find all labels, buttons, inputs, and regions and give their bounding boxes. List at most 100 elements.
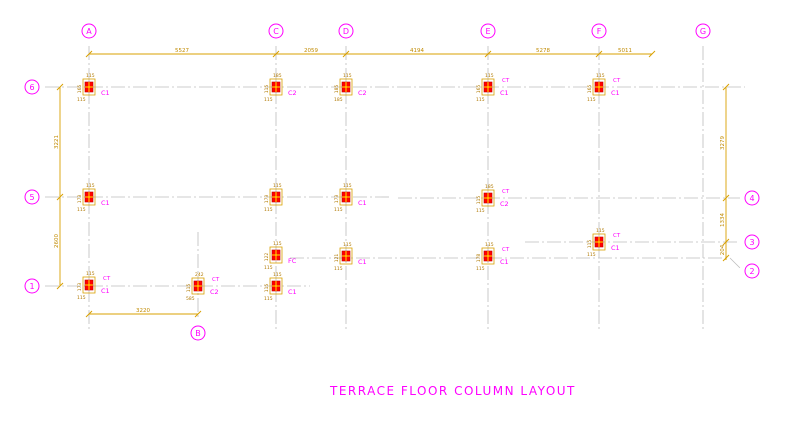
column-label: C1	[500, 89, 509, 97]
column-side-dim: 115	[587, 240, 593, 249]
grid-bubble-label: D	[343, 27, 349, 36]
column-side-dim: 165	[476, 85, 482, 94]
column-frame	[269, 246, 283, 264]
column-side-dim: 115	[476, 196, 482, 205]
column-side-dim: 173	[77, 195, 83, 204]
column-note: CT	[212, 277, 220, 283]
column-bottom-dim: 115	[334, 266, 343, 272]
column-side-dim: 165	[587, 85, 593, 94]
dim-text-left-0: 3221	[54, 135, 60, 149]
column-frame	[481, 189, 495, 207]
dim-tick-left-2	[56, 282, 64, 290]
column-top-dim: 242	[195, 272, 204, 278]
dim-tick-bottom-1	[194, 310, 202, 318]
column-bottom-dim: 115	[476, 266, 485, 272]
grid-bubble-B: B	[190, 325, 206, 341]
column-note: CT	[613, 78, 621, 84]
grid-bubble-G: G	[695, 23, 711, 39]
grid-bubble-circle	[268, 23, 284, 39]
grid-bubble-label: 4	[749, 194, 754, 203]
dim-tick-top-5	[648, 50, 656, 58]
dim-text-right-0: 3279	[720, 136, 726, 150]
column-label: C1	[101, 199, 110, 207]
gridline-2-leader	[729, 257, 743, 271]
dim-tick-left-0	[56, 83, 64, 91]
grid-bubble-circle	[591, 23, 607, 39]
column-frame	[82, 276, 96, 294]
column-top-dim: 115	[343, 73, 352, 79]
column-side-dim: 115	[264, 85, 270, 94]
column-label: C1	[358, 199, 367, 207]
dim-tick-left-1	[56, 193, 64, 201]
grid-bubble-A: A	[81, 23, 97, 39]
column-side-dim: 173	[264, 195, 270, 204]
column-label: C2	[358, 89, 367, 97]
column-bottom-dim: 115	[77, 295, 86, 301]
column-top-dim: 115	[343, 183, 352, 189]
column-label: C1	[101, 89, 110, 97]
column-top-dim: 115	[596, 73, 605, 79]
dim-tick-top-3	[484, 50, 492, 58]
column-side-dim: 122	[264, 253, 270, 262]
grid-bubble-circle	[744, 263, 760, 279]
column-note: CT	[502, 247, 510, 253]
dim-tick-right-1	[722, 194, 730, 202]
column-top-dim: 115	[596, 228, 605, 234]
column-top-dim: 185	[273, 73, 282, 79]
grid-bubble-E: E	[480, 23, 496, 39]
column-bottom-dim: 115	[476, 97, 485, 103]
dim-tick-top-1	[272, 50, 280, 58]
column-bottom-dim: 115	[587, 252, 596, 258]
grid-bubble-label: A	[86, 27, 92, 36]
grid-bubble-3: 3	[744, 234, 760, 250]
grid-bubble-circle	[24, 79, 40, 95]
dim-text-bottom-0: 3220	[136, 308, 150, 314]
column-bottom-dim: 115	[587, 97, 596, 103]
grid-bubble-circle	[190, 325, 206, 341]
grid-bubble-F: F	[591, 23, 607, 39]
dim-tick-top-2	[342, 50, 350, 58]
grid-bubble-label: F	[597, 27, 602, 36]
grid-bubble-label: B	[195, 329, 201, 338]
grid-bubble-label: C	[273, 27, 279, 36]
grid-bubble-label: 5	[29, 193, 34, 202]
dim-text-top-2: 4194	[410, 48, 424, 54]
column-frame	[339, 188, 353, 206]
column-top-dim: 115	[273, 272, 282, 278]
dim-text-top-0: 5527	[175, 48, 189, 54]
column-side-dim: 173	[334, 195, 340, 204]
column-note: CT	[103, 276, 111, 282]
column-bottom-dim: 115	[334, 207, 343, 213]
column-frame	[269, 78, 283, 96]
column-label: C2	[500, 200, 509, 208]
column-bottom-dim: 115	[77, 97, 86, 103]
grid-bubble-label: 2	[749, 267, 754, 276]
column-top-dim: 115	[86, 73, 95, 79]
drawing-title: TERRACE FLOOR COLUMN LAYOUT	[330, 384, 576, 398]
column-bottom-dim: 115	[264, 207, 273, 213]
column-label: C1	[288, 288, 297, 296]
column-frame	[481, 247, 495, 265]
column-note: CT	[613, 233, 621, 239]
column-label: C1	[611, 244, 620, 252]
column-frame	[191, 277, 205, 295]
dim-text-right-1: 1334	[720, 213, 726, 227]
dim-text-right-2: 204	[720, 244, 726, 255]
dim-text-top-3: 5278	[536, 48, 550, 54]
column-side-dim: 185	[334, 85, 340, 94]
column-side-dim: 165	[77, 85, 83, 94]
column-side-dim: 121	[334, 254, 340, 263]
grid-bubble-label: 3	[749, 238, 754, 247]
column-top-dim: 115	[86, 183, 95, 189]
column-label: FC	[288, 257, 297, 265]
column-frame	[592, 78, 606, 96]
column-label: C1	[358, 258, 367, 266]
